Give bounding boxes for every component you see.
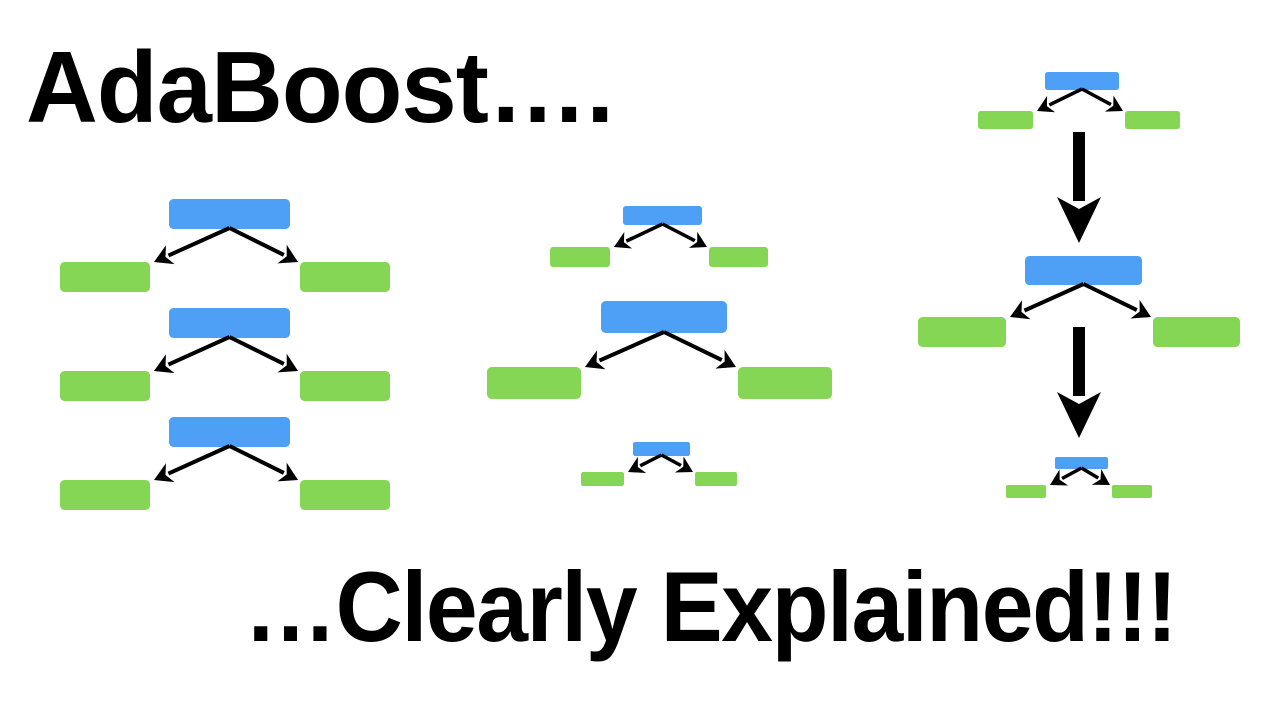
- branch-arrow-right-icon: [228, 226, 298, 264]
- stump-left-leaf: [487, 367, 581, 399]
- branch-arrow-right-icon: [663, 330, 736, 369]
- decision-stump: [550, 206, 768, 267]
- page-subtitle: …Clearly Explained!!!: [244, 551, 1178, 662]
- page-title: AdaBoost….: [26, 32, 614, 144]
- branch-arrow-left-icon: [154, 226, 231, 265]
- stump-root-node: [633, 442, 690, 456]
- stump-root-node: [1045, 72, 1119, 90]
- stump-left-leaf: [918, 317, 1006, 347]
- branch-arrow-right-icon: [1081, 87, 1123, 112]
- stump-root-node: [1055, 457, 1108, 469]
- branch-arrow-right-icon: [660, 453, 693, 473]
- stump-root-node: [623, 206, 702, 225]
- branch-arrow-left-icon: [628, 453, 663, 474]
- panel-sequential-stumps: [918, 72, 1240, 498]
- stump-right-leaf: [1125, 111, 1180, 129]
- branch-arrow-left-icon: [1037, 87, 1083, 113]
- down-arrow-icon: [1057, 327, 1101, 438]
- stump-right-leaf: [1153, 317, 1240, 347]
- stump-right-leaf: [300, 371, 390, 401]
- stump-right-leaf: [695, 472, 737, 486]
- stump-left-leaf: [581, 472, 624, 486]
- decision-stump: [60, 417, 390, 510]
- panel-equal-weight-stumps: [60, 199, 390, 510]
- panel-weighted-stumps: [487, 206, 832, 486]
- stump-right-leaf: [300, 480, 390, 510]
- branch-arrow-right-icon: [228, 444, 298, 482]
- branch-arrow-right-icon: [661, 222, 707, 248]
- decision-stump: [581, 442, 737, 486]
- branch-arrow-left-icon: [1010, 282, 1085, 320]
- decision-stump: [918, 256, 1240, 347]
- down-arrow-icon: [1057, 132, 1101, 243]
- decision-stump: [60, 308, 390, 401]
- stump-right-leaf: [300, 262, 390, 292]
- stump-right-leaf: [709, 247, 768, 267]
- stump-right-leaf: [1112, 485, 1152, 498]
- stump-left-leaf: [60, 262, 150, 292]
- stump-left-leaf: [60, 480, 150, 510]
- decision-stump: [1006, 457, 1152, 498]
- stump-root-node: [1025, 256, 1142, 285]
- branch-arrow-right-icon: [228, 335, 298, 373]
- branch-arrow-left-icon: [154, 335, 231, 374]
- branch-arrow-left-icon: [154, 444, 231, 483]
- decision-stump: [978, 72, 1180, 129]
- decision-stump: [487, 301, 832, 399]
- stump-root-node: [169, 199, 290, 229]
- stump-left-leaf: [550, 247, 610, 267]
- decision-stump: [60, 199, 390, 292]
- stump-left-leaf: [60, 371, 150, 401]
- branch-arrow-left-icon: [614, 222, 664, 249]
- stump-left-leaf: [978, 111, 1033, 129]
- branch-arrow-right-icon: [1082, 282, 1151, 319]
- branch-arrow-left-icon: [585, 330, 665, 370]
- stump-root-node: [601, 301, 727, 333]
- stump-root-node: [169, 417, 290, 447]
- stump-root-node: [169, 308, 290, 338]
- branch-arrow-right-icon: [1080, 466, 1110, 485]
- stump-left-leaf: [1006, 485, 1046, 498]
- stump-right-leaf: [738, 367, 832, 399]
- branch-arrow-left-icon: [1050, 466, 1083, 486]
